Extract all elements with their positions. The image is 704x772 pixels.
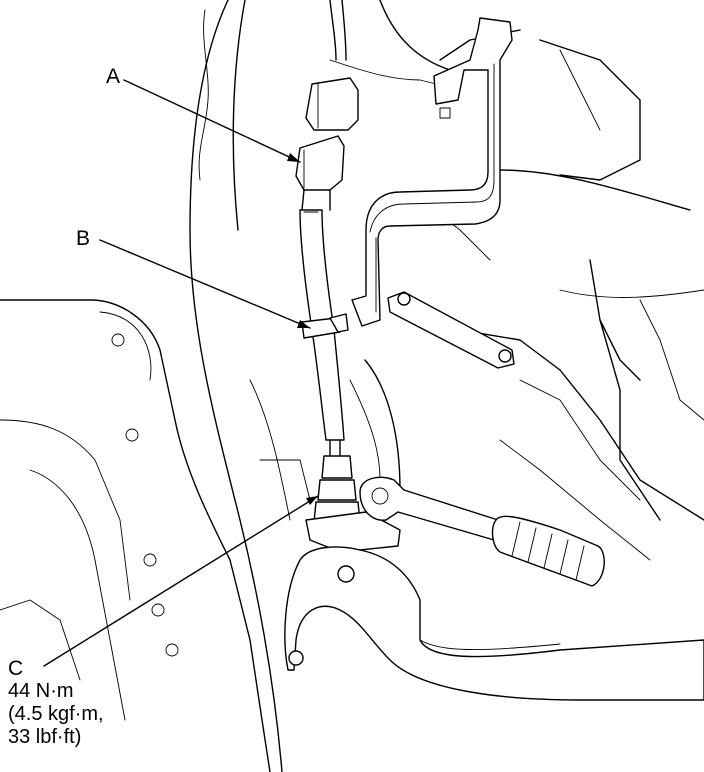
sensor-c: [313, 439, 361, 523]
callout-a-label: A: [106, 65, 121, 88]
harness-bracket: [351, 17, 513, 327]
connector-a: [295, 0, 359, 211]
knuckle: [284, 546, 704, 701]
torque-imperial: 33 lbf·ft): [8, 726, 82, 748]
wrench-tool: [359, 476, 605, 587]
torque-spec: 44 N·m (4.5 kgf·m, 33 lbf·ft): [8, 680, 104, 749]
mounting-stay: [387, 291, 515, 369]
harness-clamp-b: [301, 313, 349, 339]
torque-metric: 44 N·m: [8, 680, 74, 702]
leader-lines: [43, 79, 319, 667]
callout-c-label: C: [8, 657, 24, 680]
callout-b-label: B: [76, 227, 91, 250]
torque-kgf: (4.5 kgf·m,: [8, 703, 104, 725]
